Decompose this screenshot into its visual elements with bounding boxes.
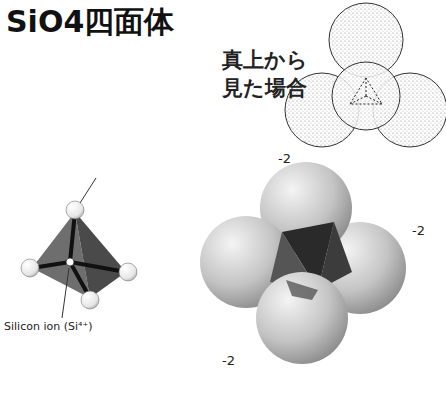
charge-label: -2 — [222, 352, 252, 370]
title: SiO4四面体 — [6, 2, 174, 43]
part-label: Silicon ion (Si⁴⁺) — [4, 320, 154, 335]
tetrahedron-model — [21, 178, 137, 318]
top-view — [285, 3, 446, 147]
view-note: 真上から 見た場合 — [222, 46, 318, 103]
charge-label: -2 — [278, 150, 308, 168]
charge-label: -2 — [412, 222, 442, 240]
space-filling-model — [200, 162, 406, 364]
